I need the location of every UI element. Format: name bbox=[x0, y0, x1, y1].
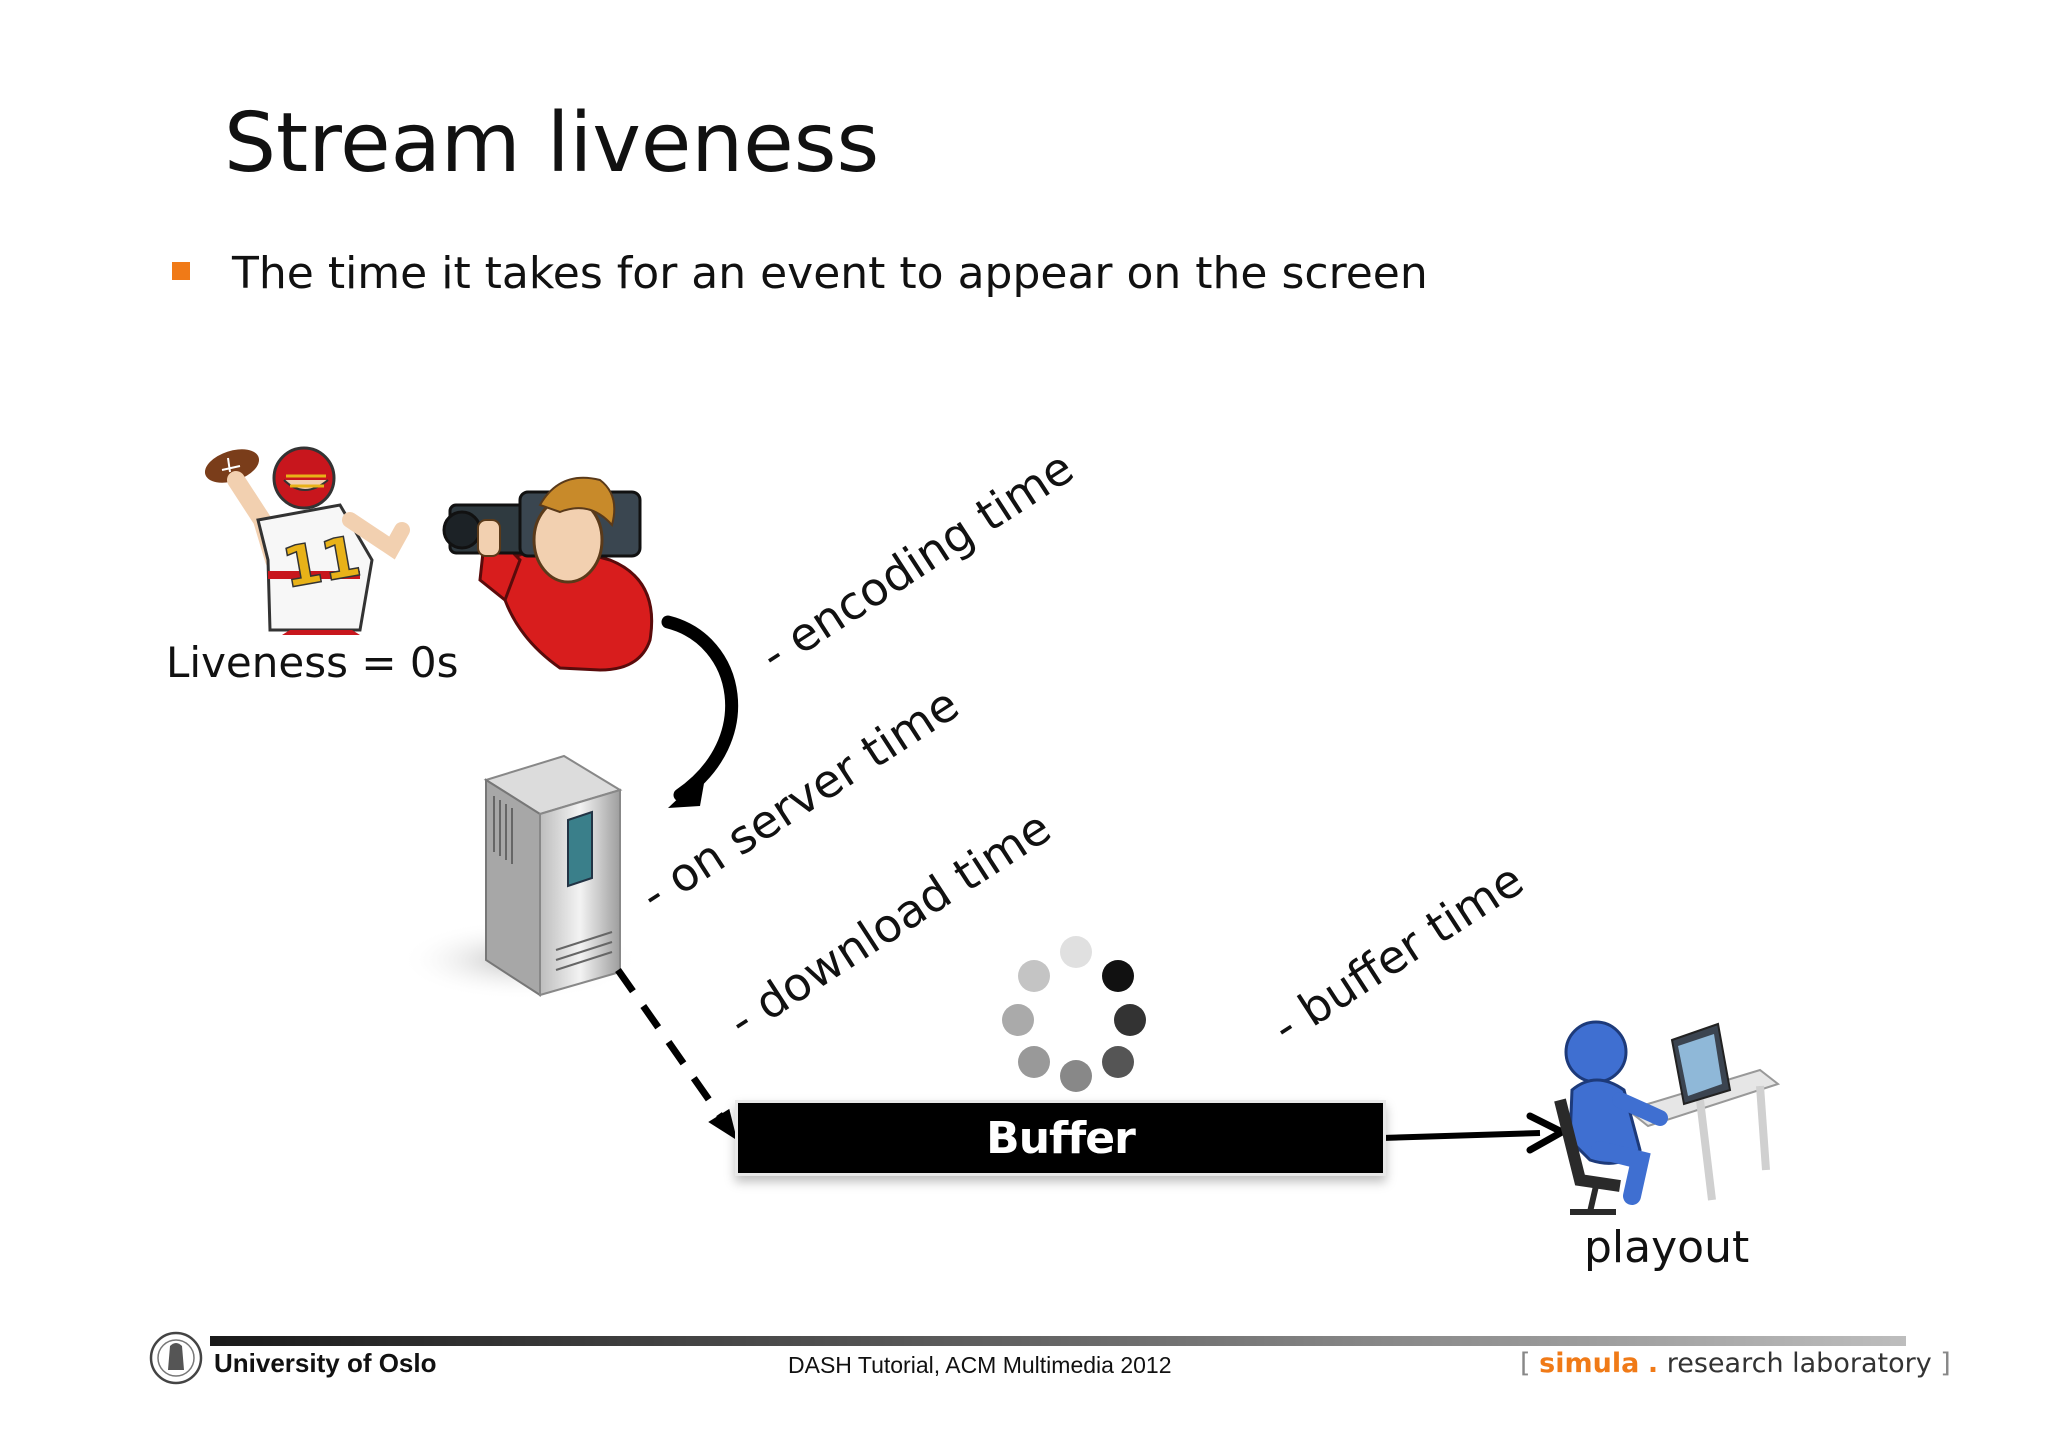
simula-logo: [ simula . research laboratory ] bbox=[1520, 1348, 1951, 1379]
download-arrow-head bbox=[708, 1108, 738, 1141]
simula-name: simula bbox=[1539, 1348, 1640, 1379]
liveness-label: Liveness = 0s bbox=[166, 638, 459, 687]
download-arrow bbox=[615, 967, 729, 1127]
server-icon bbox=[400, 754, 640, 1000]
simula-bracket-open: [ bbox=[1520, 1348, 1531, 1379]
playout-label: playout bbox=[1584, 1222, 1750, 1273]
footer-rule bbox=[210, 1336, 1906, 1346]
svg-text:11: 11 bbox=[278, 524, 366, 602]
buffer-label: Buffer bbox=[986, 1112, 1136, 1164]
computer-user-icon bbox=[1554, 1020, 1781, 1215]
encoding-arrow-head bbox=[668, 772, 706, 808]
simula-bracket-close: ] bbox=[1940, 1348, 1951, 1379]
footer-event: DASH Tutorial, ACM Multimedia 2012 bbox=[788, 1352, 1172, 1378]
buffer-bar: Buffer bbox=[735, 1100, 1386, 1176]
university-name: University of Oslo bbox=[214, 1348, 437, 1378]
university-seal-icon bbox=[149, 1331, 203, 1385]
cameraman-icon bbox=[442, 476, 654, 672]
football-player-icon: 11 bbox=[204, 446, 410, 635]
playout-arrow-head bbox=[1526, 1112, 1566, 1154]
bullet-marker bbox=[172, 262, 190, 280]
encoding-arrow bbox=[661, 615, 739, 802]
slide-title: Stream liveness bbox=[224, 96, 880, 191]
playout-arrow bbox=[1381, 1130, 1541, 1141]
simula-rest: research laboratory bbox=[1666, 1348, 1932, 1379]
bullet-text: The time it takes for an event to appear… bbox=[232, 248, 1428, 299]
simula-dot: . bbox=[1647, 1348, 1659, 1379]
loading-spinner-icon bbox=[1002, 936, 1146, 1092]
